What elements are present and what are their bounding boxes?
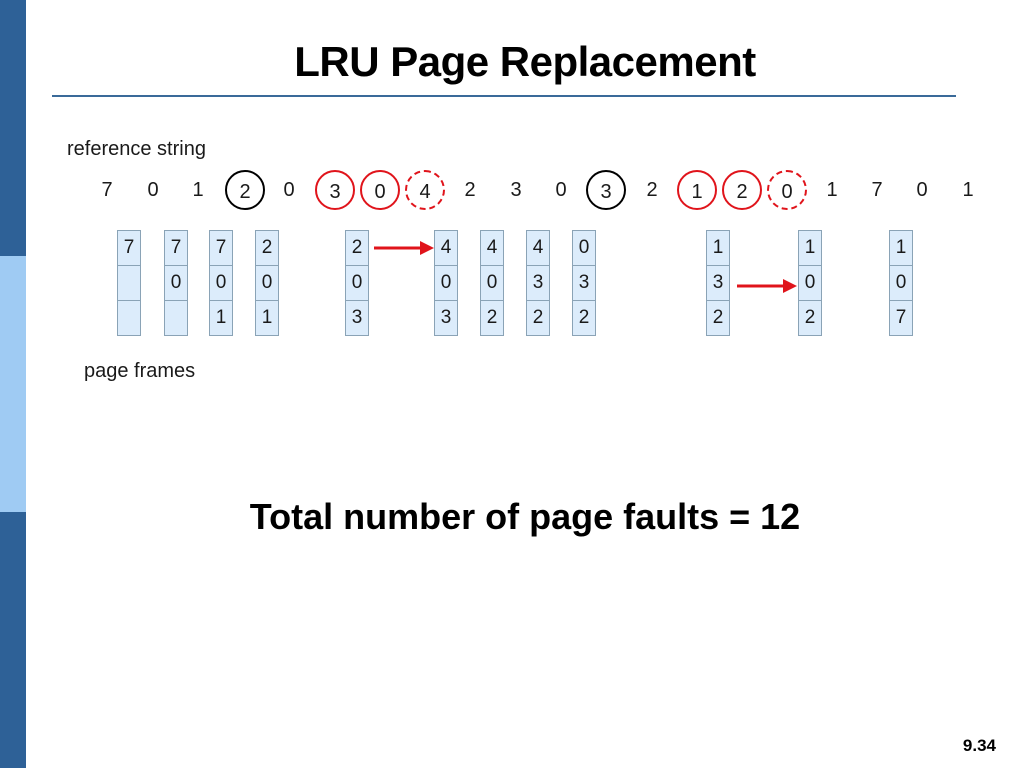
- frame-cell: 4: [480, 230, 504, 266]
- page-frames-label: page frames: [84, 360, 196, 382]
- sidebar-segment-middle: [0, 256, 26, 512]
- frame-cell: 3: [526, 265, 550, 301]
- frame-cell: 1: [889, 230, 913, 266]
- frame-cell: [164, 300, 188, 336]
- frame-cell: [117, 265, 141, 301]
- slide-number: 9.34: [962, 736, 996, 755]
- reference-item: 3: [315, 170, 355, 210]
- reference-item: 3: [586, 170, 626, 210]
- frame-cell: 2: [798, 300, 822, 336]
- reference-item: 0: [360, 170, 400, 210]
- title-divider: [52, 95, 956, 97]
- reference-item: 0: [916, 179, 928, 201]
- reference-item: 1: [677, 170, 717, 210]
- frame-cell: 0: [164, 265, 188, 301]
- frame-cell: 0: [209, 265, 233, 301]
- frame-cell: 0: [434, 265, 458, 301]
- reference-item: 2: [722, 170, 762, 210]
- frame-cell: 1: [798, 230, 822, 266]
- reference-string-label: reference string: [67, 138, 206, 160]
- reference-item: 3: [510, 179, 522, 201]
- reference-item: 1: [962, 179, 974, 201]
- frame-cell: 0: [572, 230, 596, 266]
- reference-item: 0: [555, 179, 567, 201]
- frame-cell: 0: [889, 265, 913, 301]
- reference-item: 7: [101, 179, 113, 201]
- frame-cell: 0: [345, 265, 369, 301]
- frame-cell: 7: [117, 230, 141, 266]
- reference-item: 1: [826, 179, 838, 201]
- reference-item: 2: [464, 179, 476, 201]
- frame-cell: [117, 300, 141, 336]
- frame-cell: 7: [209, 230, 233, 266]
- frame-cell: 2: [255, 230, 279, 266]
- frame-column: 7: [117, 230, 141, 336]
- frame-cell: 2: [572, 300, 596, 336]
- reference-item: 0: [767, 170, 807, 210]
- reference-item: 0: [283, 179, 295, 201]
- frame-cell: 2: [480, 300, 504, 336]
- reference-item: 0: [147, 179, 159, 201]
- sidebar-segment-top: [0, 0, 26, 256]
- arrow-icon: [374, 241, 434, 255]
- sidebar-accent: [0, 0, 26, 768]
- frame-cell: 7: [889, 300, 913, 336]
- arrow-icon: [737, 279, 797, 293]
- frame-cell: 0: [798, 265, 822, 301]
- frame-cell: 3: [706, 265, 730, 301]
- reference-item: 7: [871, 179, 883, 201]
- sidebar-segment-bottom: [0, 512, 26, 768]
- frame-cell: 3: [572, 265, 596, 301]
- frame-cell: 2: [526, 300, 550, 336]
- frame-cell: 1: [255, 300, 279, 336]
- arrow-head: [420, 241, 434, 255]
- frame-cell: 2: [345, 230, 369, 266]
- frame-cell: 4: [434, 230, 458, 266]
- reference-item: 2: [225, 170, 265, 210]
- frame-cell: 3: [345, 300, 369, 336]
- frame-cell: 1: [209, 300, 233, 336]
- frame-cell: 2: [706, 300, 730, 336]
- reference-item: 1: [192, 179, 204, 201]
- arrow-head: [783, 279, 797, 293]
- page-title: LRU Page Replacement: [294, 38, 756, 85]
- frame-cell: 7: [164, 230, 188, 266]
- frame-cell: 3: [434, 300, 458, 336]
- frame-cell: 4: [526, 230, 550, 266]
- frame-cell: 0: [255, 265, 279, 301]
- reference-item: 2: [646, 179, 658, 201]
- frame-cell: 0: [480, 265, 504, 301]
- page-fault-summary: Total number of page faults = 12: [249, 496, 801, 537]
- frame-cell: 1: [706, 230, 730, 266]
- reference-item: 4: [405, 170, 445, 210]
